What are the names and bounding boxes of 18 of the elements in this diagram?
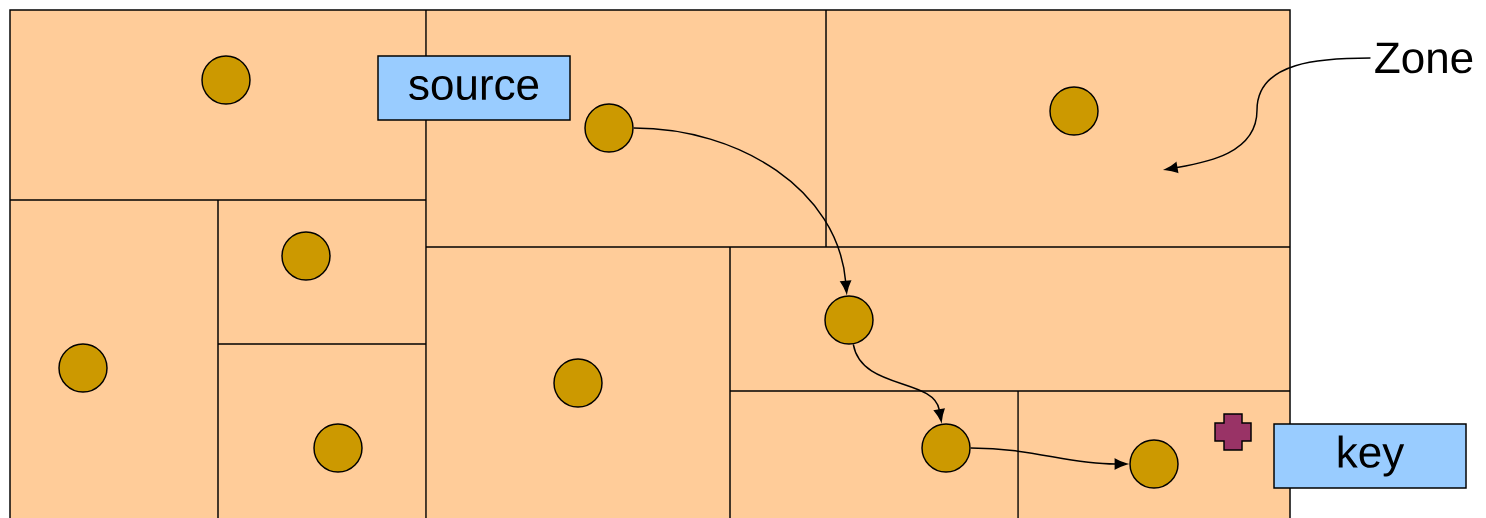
circle-marker [58, 343, 108, 393]
circle-marker [281, 231, 331, 281]
circle-marker [921, 423, 971, 473]
circle-marker [824, 295, 874, 345]
arrow [852, 343, 945, 422]
circle-marker [553, 358, 603, 408]
circle-marker [1049, 86, 1099, 136]
label-box: key [1273, 423, 1467, 489]
arrow [970, 447, 1128, 470]
cross-marker [1214, 413, 1252, 451]
circle-marker [1129, 439, 1179, 489]
circle-marker [201, 55, 251, 105]
label-box: source [377, 55, 571, 121]
arrow [633, 127, 851, 294]
circle-marker [313, 423, 363, 473]
zone-label: Zone [1375, 42, 1473, 74]
leader-line [1165, 57, 1372, 173]
circle-marker [584, 103, 634, 153]
